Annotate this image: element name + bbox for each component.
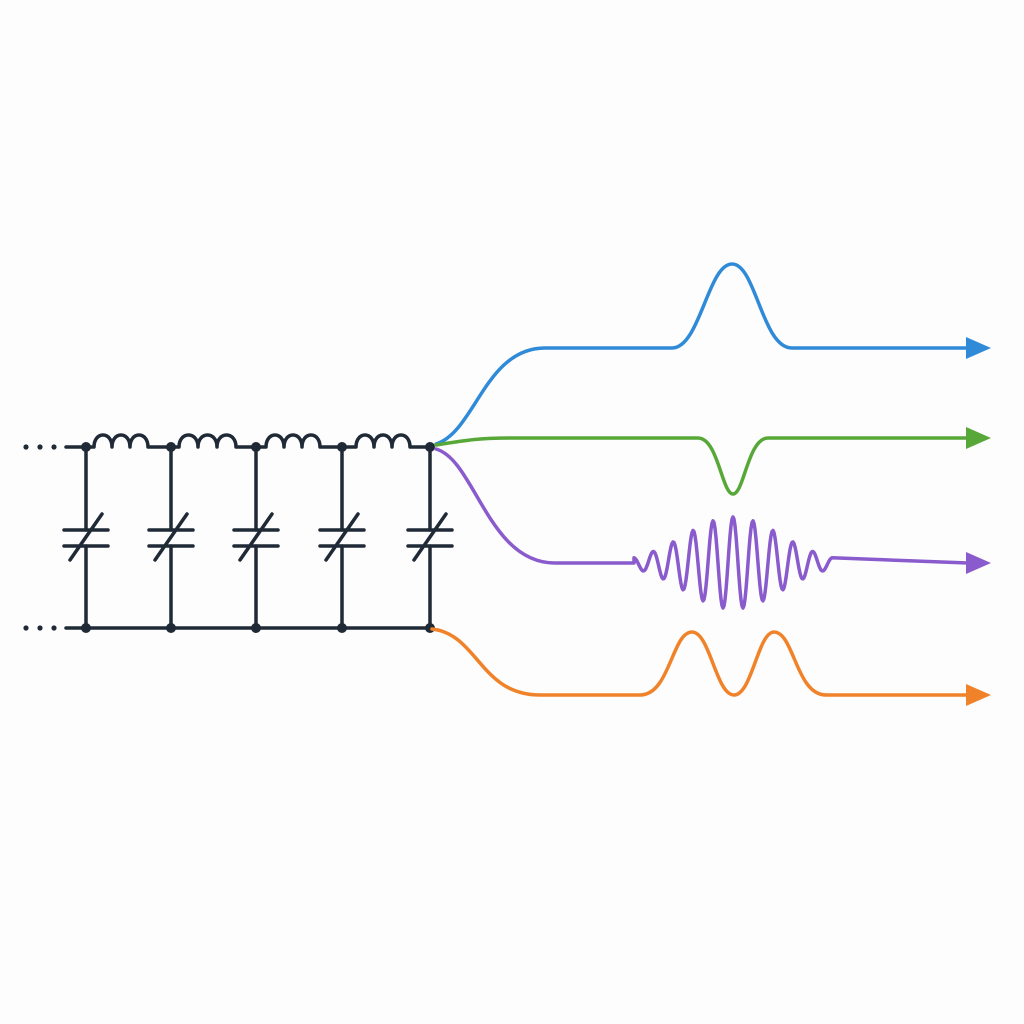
- signal-purple-wave-packet: [434, 447, 970, 610]
- junction-nodes: [81, 442, 435, 633]
- variable-capacitor-3: [232, 512, 280, 562]
- shunt-branch-5: [406, 445, 454, 630]
- arrowhead-purple: [966, 552, 991, 574]
- inductor-2: [169, 433, 258, 449]
- variable-capacitor-1: [62, 512, 110, 562]
- bottom-continuation-dots: [23, 625, 57, 631]
- shunt-branch-3: [232, 445, 280, 630]
- arrowhead-green: [966, 427, 991, 449]
- shunt-branch-2: [147, 445, 195, 630]
- shunt-branch-1: [62, 445, 110, 630]
- inductor-3: [254, 433, 344, 449]
- shunt-branch-4: [318, 445, 366, 630]
- variable-capacitor-5: [406, 512, 454, 562]
- signal-green-negative-dip: [434, 436, 970, 496]
- inductor-4: [340, 433, 432, 449]
- signal-blue-positive-pulse: [434, 262, 970, 446]
- arrowhead-orange: [966, 684, 991, 706]
- arrowhead-blue: [966, 337, 991, 359]
- inductor-1: [84, 433, 173, 449]
- output-signals: [430, 262, 991, 706]
- top-continuation-dots: [23, 444, 57, 450]
- variable-capacitor-4: [318, 512, 366, 562]
- lc-ladder-circuit: [23, 433, 454, 633]
- variable-capacitor-2: [147, 512, 195, 562]
- signal-orange-double-pulse: [430, 627, 970, 697]
